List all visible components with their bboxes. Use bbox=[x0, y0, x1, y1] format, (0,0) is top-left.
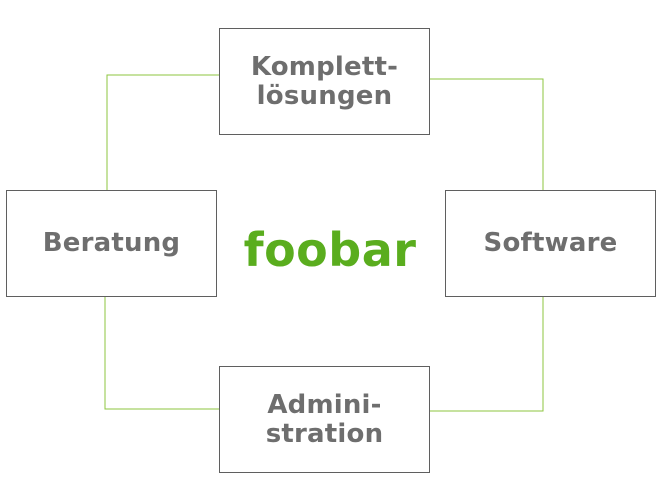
node-administration: Admini- stration bbox=[219, 366, 430, 473]
connector-bottom-left bbox=[104, 297, 219, 410]
node-beratung: Beratung bbox=[6, 190, 217, 297]
node-software: Software bbox=[445, 190, 656, 297]
node-label: Komplett- lösungen bbox=[250, 51, 399, 111]
connector-top-right bbox=[430, 78, 544, 190]
connector-bottom-right bbox=[430, 297, 544, 412]
node-komplettloesungen: Komplett- lösungen bbox=[219, 28, 430, 135]
connector-top-left bbox=[106, 74, 219, 190]
node-label: Beratung bbox=[42, 228, 181, 258]
center-title: foobar bbox=[243, 223, 417, 277]
node-label: Software bbox=[483, 228, 618, 258]
node-label: Admini- stration bbox=[265, 389, 384, 449]
